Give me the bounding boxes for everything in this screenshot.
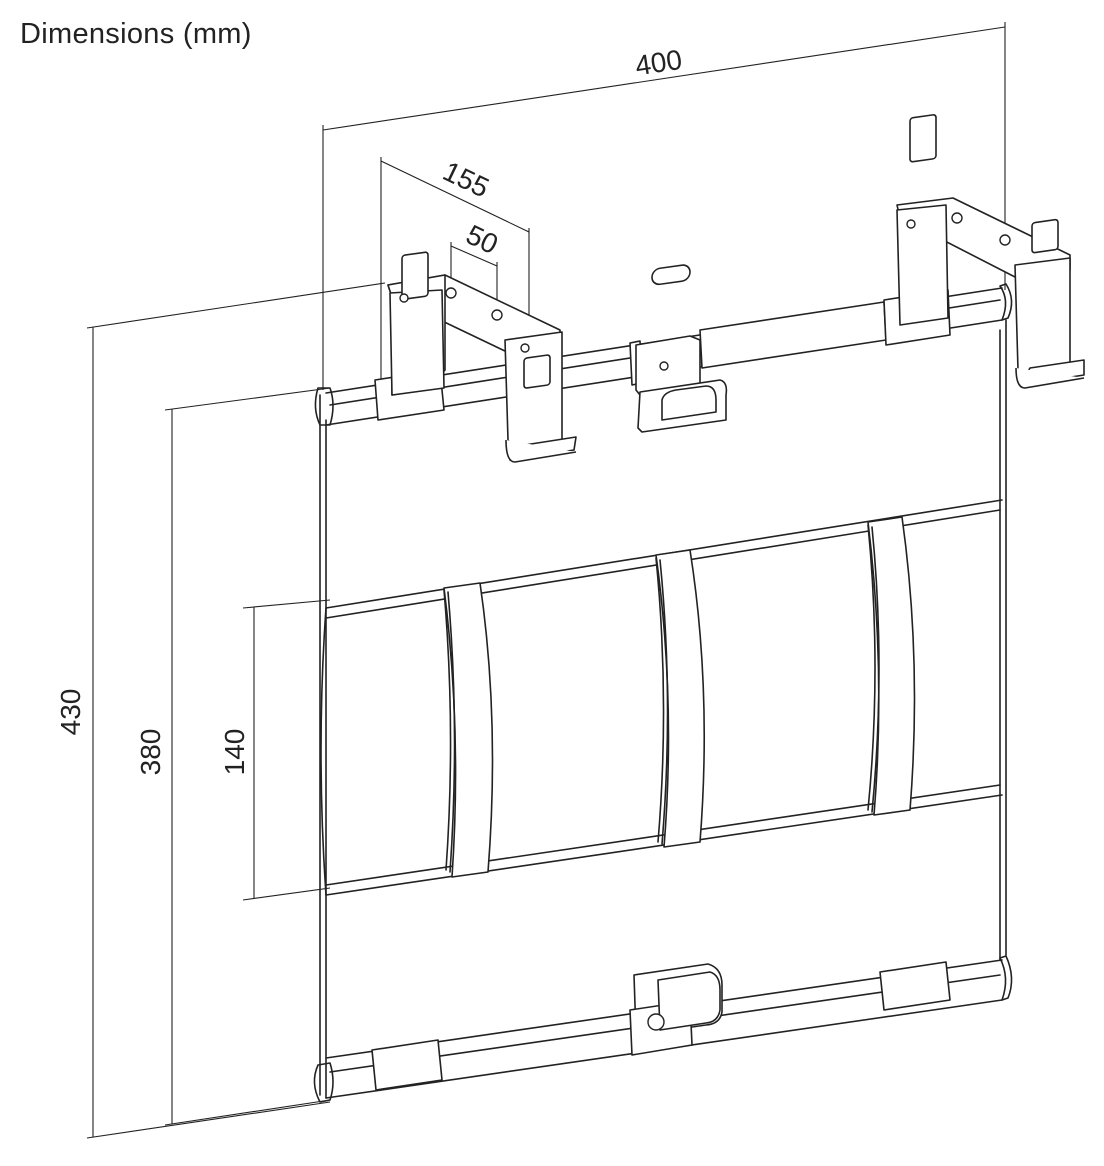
dimension-label-380: 380 [135, 729, 166, 776]
dimension-140: 140 [219, 599, 331, 901]
dimension-430: 430 [55, 282, 386, 1139]
dimension-label-430: 430 [55, 689, 86, 736]
dimension-label-155: 155 [438, 155, 494, 203]
dimension-400: 400 [322, 22, 1006, 390]
dimension-380: 380 [135, 387, 331, 1126]
dimension-label-140: 140 [219, 729, 250, 776]
mount-frame [319, 319, 1007, 1099]
dimension-label-50: 50 [461, 219, 502, 260]
bottom-rail [313, 955, 1013, 1103]
plate-strap-left [443, 582, 494, 878]
right-hook-bracket [896, 114, 1085, 389]
plate-strap-right [867, 516, 916, 816]
top-center-clip [635, 264, 728, 433]
drawing-title: Dimensions (mm) [20, 18, 252, 50]
dimension-label-400: 400 [633, 44, 684, 82]
left-hook-bracket [387, 251, 577, 463]
bottom-center-clip [629, 963, 723, 1056]
plate-strap-center [655, 549, 706, 848]
